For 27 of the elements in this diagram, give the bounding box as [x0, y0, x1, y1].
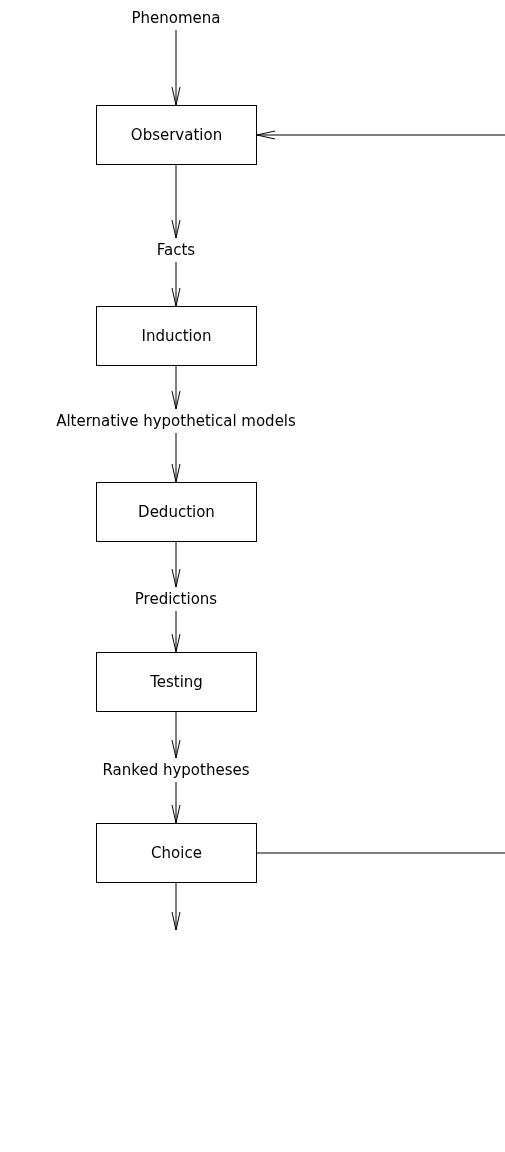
- arrow: [171, 365, 181, 410]
- arrow: [171, 781, 181, 824]
- flow-label: Predictions: [116, 587, 236, 611]
- flow-label: Alternative hypothetical models: [26, 409, 326, 433]
- connector-line: [256, 852, 505, 854]
- process-box: [96, 652, 257, 712]
- flow-label: Facts: [136, 238, 216, 262]
- arrow: [171, 29, 181, 106]
- process-label: Choice: [151, 844, 202, 862]
- process-box: [96, 482, 257, 542]
- process-box: [96, 306, 257, 366]
- process-label: Observation: [130, 126, 223, 144]
- process-label: Deduction: [138, 503, 215, 521]
- flow-label: Phenomena: [116, 6, 236, 30]
- arrow: [171, 882, 181, 931]
- arrow: [171, 261, 181, 307]
- process-box: [96, 105, 257, 165]
- process-box: [96, 823, 257, 883]
- arrow: [171, 711, 181, 759]
- arrow: [171, 432, 181, 483]
- process-label: Testing: [150, 673, 203, 691]
- process-label: Induction: [141, 327, 212, 345]
- arrow: [171, 164, 181, 239]
- flow-label: Ranked hypotheses: [96, 758, 256, 782]
- arrow: [171, 541, 181, 588]
- arrow: [256, 130, 505, 140]
- arrow: [171, 610, 181, 653]
